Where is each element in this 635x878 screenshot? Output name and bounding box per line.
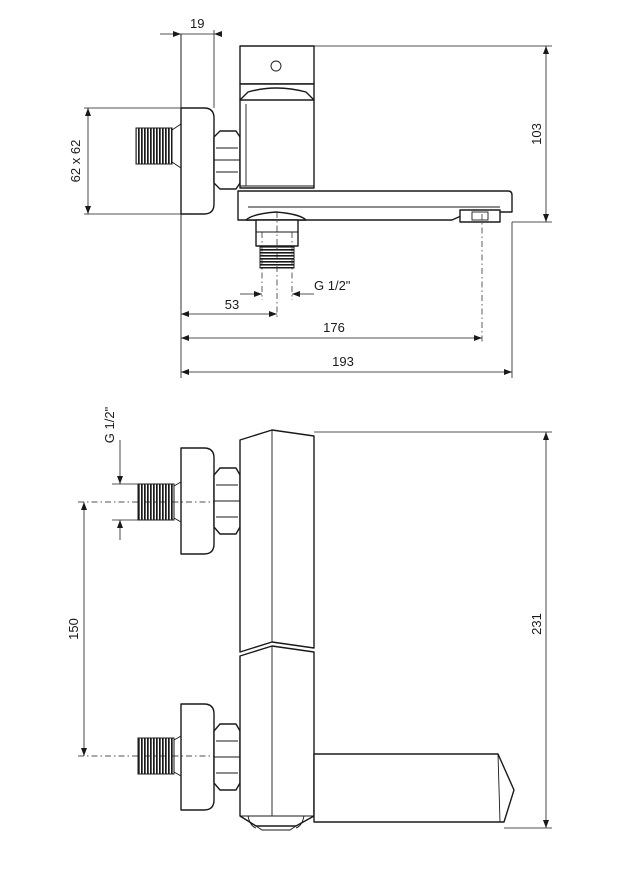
dim-flange-offset: 19	[190, 16, 204, 31]
dim-overall-length: 193	[332, 354, 354, 369]
mixer-body-top	[239, 99, 315, 189]
dim-overall-height: 231	[529, 613, 544, 635]
dim-outlet-thread: G 1/2"	[314, 278, 351, 293]
dim-inlet-thread: G 1/2"	[102, 406, 117, 443]
handle-top	[239, 45, 315, 85]
dim-spout-reach: 176	[323, 320, 345, 335]
dim-flange-size: 62 x 62	[68, 140, 83, 183]
dim-outlet-offset: 53	[225, 297, 239, 312]
inlet-thread-top	[135, 127, 173, 165]
handle-indicator	[270, 60, 282, 72]
spout-front	[313, 753, 515, 823]
top-view: 19 62 x 62 103 G 1/2" 53	[68, 16, 552, 378]
outlet-body-top	[245, 211, 307, 221]
flange-lower	[180, 703, 215, 811]
mixer-body-lower	[239, 645, 315, 827]
flange-top	[180, 107, 215, 215]
mixer-body-upper	[239, 429, 315, 653]
flange-upper	[180, 447, 215, 555]
handle-collar-top	[239, 83, 315, 101]
front-view: G 1/2" 150 231	[66, 406, 552, 831]
dim-height-top: 103	[529, 123, 544, 145]
aerator-top	[459, 209, 501, 223]
dim-inlet-spacing: 150	[66, 618, 81, 640]
